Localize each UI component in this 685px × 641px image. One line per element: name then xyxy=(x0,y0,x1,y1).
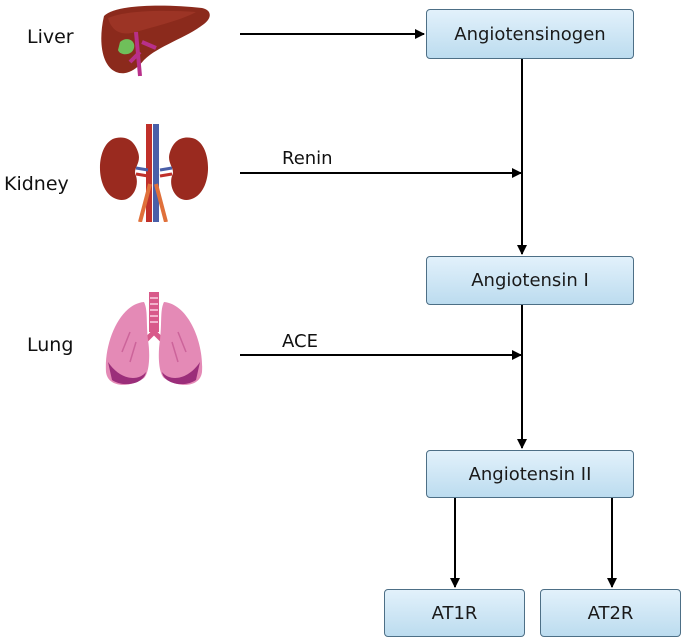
organ-label-liver: Liver xyxy=(27,26,74,48)
node-angiotensinogen-label: Angiotensinogen xyxy=(454,23,606,45)
kidney-icon xyxy=(99,124,209,222)
node-angiotensin-1-label: Angiotensin I xyxy=(471,270,589,291)
node-at1r: AT1R xyxy=(384,589,525,637)
node-at2r-label: AT2R xyxy=(587,602,634,624)
node-angiotensin-2: Angiotensin II xyxy=(426,450,634,498)
node-angiotensin-2-label: Angiotensin II xyxy=(468,463,592,485)
organ-label-kidney: Kidney xyxy=(4,173,69,195)
node-angiotensin-1: Angiotensin I xyxy=(426,256,634,305)
lung-icon xyxy=(105,292,203,385)
node-at1r-label: AT1R xyxy=(431,602,478,624)
liver-icon xyxy=(101,5,210,77)
node-angiotensinogen: Angiotensinogen xyxy=(426,9,634,59)
organ-label-lung: Lung xyxy=(27,334,74,356)
enzyme-label-ace: ACE xyxy=(282,331,318,352)
node-at2r: AT2R xyxy=(540,589,681,637)
enzyme-label-renin: Renin xyxy=(282,148,333,169)
